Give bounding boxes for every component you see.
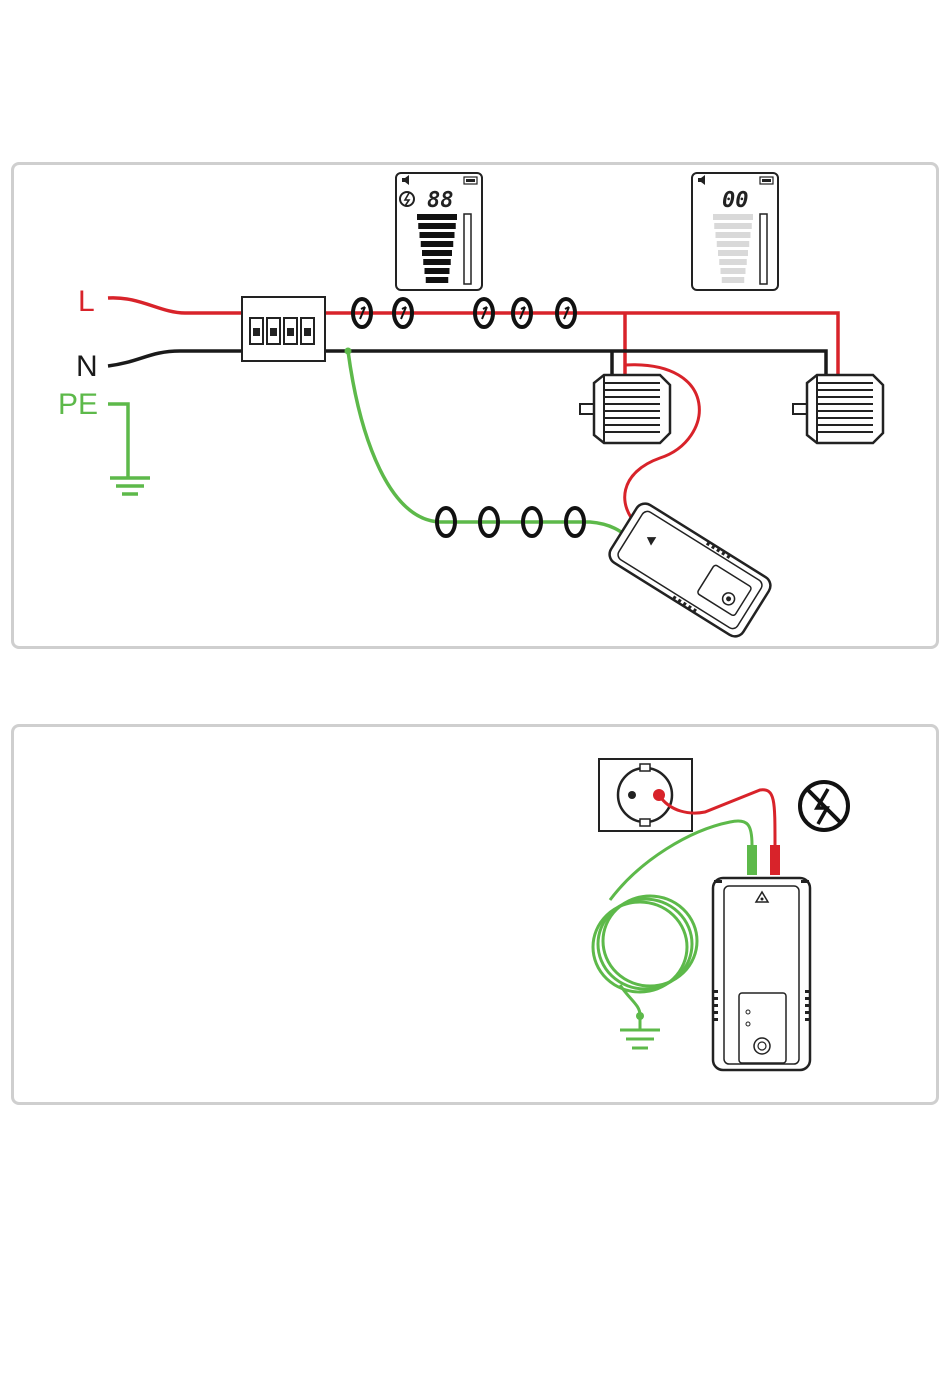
wall-socket — [599, 759, 692, 831]
signal-bar-segment — [417, 214, 457, 220]
signal-bar-segment — [426, 277, 449, 283]
signal-bar-segment — [423, 259, 451, 265]
receiver-display-far: 00 — [692, 173, 778, 290]
ground-icon — [108, 404, 150, 494]
earth-test-lead — [345, 348, 633, 541]
receiver-display-near: 88 — [396, 173, 482, 290]
signal-bar-segment — [716, 232, 751, 238]
signal-bar-segment — [422, 250, 452, 256]
coiled-cable — [593, 896, 697, 1015]
signal-bar-segment — [425, 268, 450, 274]
signal-bar-segment — [718, 250, 748, 256]
line-label: L — [78, 287, 95, 317]
protective-earth-label: PE — [58, 390, 98, 420]
tester-device — [713, 878, 810, 1070]
signal-bar-segment — [719, 259, 747, 265]
receiver-near-digits: 88 — [427, 188, 454, 213]
circuit-breaker-box — [242, 297, 325, 361]
signal-bar-segment — [714, 223, 752, 229]
signal-bar-segment — [717, 241, 750, 247]
neutral-conductor — [108, 351, 826, 380]
motor-icon — [793, 375, 883, 443]
no-voltage-icon — [800, 782, 848, 830]
line-conductor — [108, 298, 838, 380]
signal-bar-segment — [721, 268, 746, 274]
neutral-label: N — [76, 352, 98, 382]
ground-icon — [620, 1012, 660, 1048]
receiver-far-digits: 00 — [722, 188, 749, 213]
signal-bar-segment — [420, 232, 455, 238]
signal-bar-segment — [713, 214, 753, 220]
signal-bar-segment — [418, 223, 456, 229]
signal-bar-segment — [421, 241, 454, 247]
tester-device — [606, 500, 774, 640]
signal-bar-segment — [722, 277, 745, 283]
motor-icon — [580, 375, 670, 443]
